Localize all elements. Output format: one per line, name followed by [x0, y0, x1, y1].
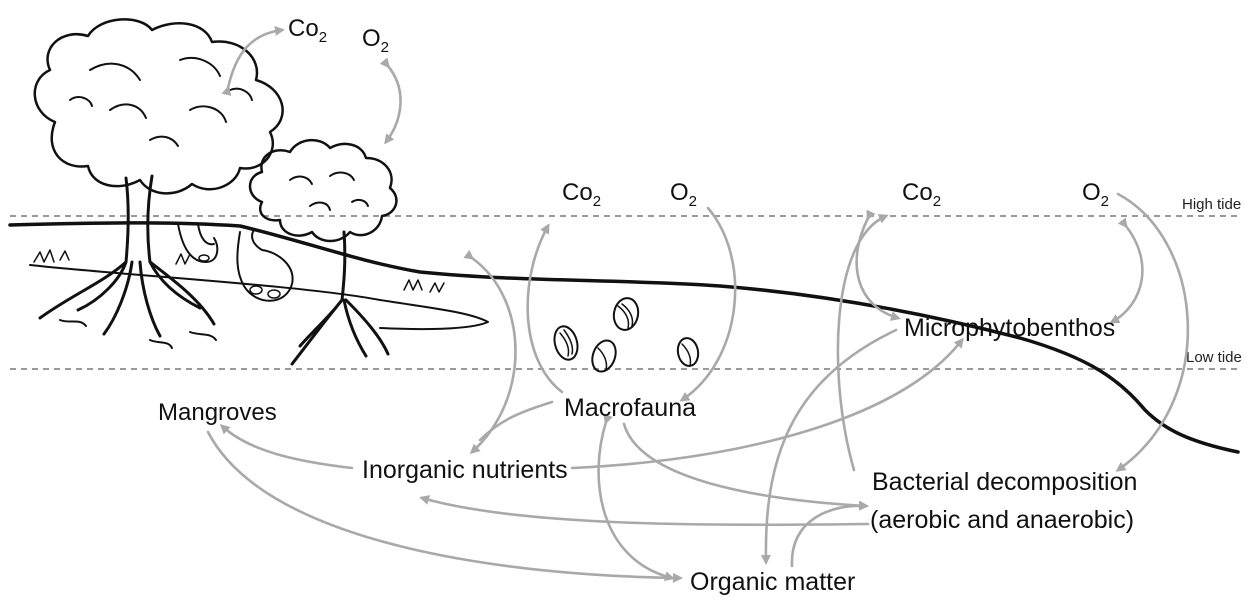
- organic-matter-label: Organic matter: [690, 568, 855, 596]
- co2-label-right: Co2: [902, 179, 941, 210]
- high-tide-label: High tide: [1182, 196, 1241, 213]
- o2-label-top: O2: [362, 25, 389, 56]
- low-tide-label: Low tide: [1186, 349, 1242, 366]
- mangroves-label: Mangroves: [158, 399, 277, 426]
- co2-label-top: Co2: [288, 15, 327, 46]
- co2-label-mid: Co2: [562, 179, 601, 210]
- o2-label-mid: O2: [670, 179, 697, 210]
- bacterial-decomposition-label: Bacterial decomposition: [872, 468, 1137, 496]
- microphytobenthos-label: Microphytobenthos: [904, 314, 1115, 342]
- inorganic-nutrients-label: Inorganic nutrients: [362, 456, 568, 484]
- shell-illustrations: [551, 296, 700, 375]
- o2-label-right: O2: [1082, 179, 1109, 210]
- bacterial-decomposition-sublabel: (aerobic and anaerobic): [870, 506, 1134, 534]
- macrofauna-label: Macrofauna: [564, 394, 696, 422]
- large-mangrove-tree-illustration: [34, 19, 283, 348]
- small-mangrove-tree-illustration: [250, 140, 444, 364]
